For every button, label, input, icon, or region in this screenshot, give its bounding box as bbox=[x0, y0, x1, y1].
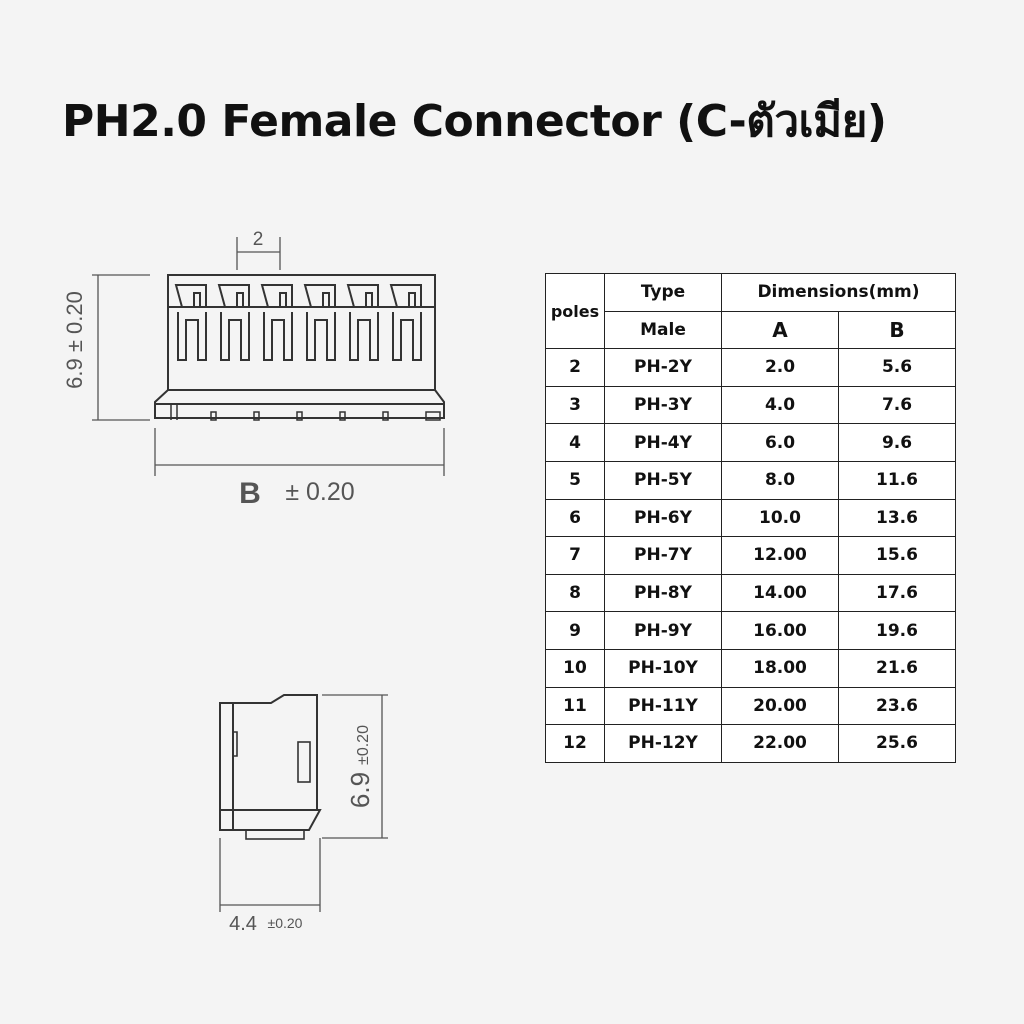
cell-b: 11.6 bbox=[838, 460, 956, 500]
depth-tolerance: ±0.20 bbox=[268, 915, 303, 931]
cell-b: 9.6 bbox=[838, 423, 956, 462]
cell-a: 16.00 bbox=[721, 611, 839, 650]
header-male: Male bbox=[604, 310, 722, 350]
cell-type: PH-12Y bbox=[604, 724, 722, 763]
cell-poles: 7 bbox=[545, 536, 605, 575]
header-dimensions: Dimensions(mm) bbox=[721, 273, 956, 312]
header-b: B bbox=[838, 310, 956, 350]
table-header-row: poles Type Dimensions(mm) bbox=[545, 272, 956, 350]
header-a: A bbox=[721, 310, 839, 350]
cell-poles: 4 bbox=[545, 423, 605, 462]
cell-type: PH-3Y bbox=[604, 385, 722, 425]
depth-label: 4.4 bbox=[229, 913, 257, 935]
width-b-label: B bbox=[239, 477, 261, 510]
cell-a: 10.0 bbox=[721, 498, 839, 538]
front-view bbox=[92, 237, 445, 476]
cell-poles: 8 bbox=[545, 573, 605, 613]
cell-b: 17.6 bbox=[838, 573, 956, 613]
cell-b: 23.6 bbox=[838, 686, 956, 726]
cell-b: 19.6 bbox=[838, 611, 956, 650]
side-height-label: 6.9 bbox=[345, 772, 375, 808]
header-type: Type bbox=[604, 273, 722, 312]
cell-a: 6.0 bbox=[721, 423, 839, 462]
cell-a: 4.0 bbox=[721, 385, 839, 425]
cell-poles: 9 bbox=[545, 611, 605, 650]
cell-poles: 10 bbox=[545, 648, 605, 688]
cell-poles: 11 bbox=[545, 686, 605, 726]
cell-type: PH-9Y bbox=[604, 611, 722, 650]
side-view bbox=[219, 694, 388, 912]
pitch-label: 2 bbox=[253, 229, 264, 250]
cell-b: 21.6 bbox=[838, 648, 956, 688]
front-cavities bbox=[174, 284, 422, 361]
cell-a: 20.00 bbox=[721, 686, 839, 726]
cell-type: PH-5Y bbox=[604, 460, 722, 500]
cell-type: PH-11Y bbox=[604, 686, 722, 726]
cell-type: PH-2Y bbox=[604, 348, 722, 387]
cell-b: 13.6 bbox=[838, 498, 956, 538]
cell-b: 7.6 bbox=[838, 385, 956, 425]
cell-b: 15.6 bbox=[838, 536, 956, 575]
page-title: PH2.0 Female Connector (C-ตัวเมีย) bbox=[62, 96, 887, 147]
cell-poles: 2 bbox=[545, 348, 605, 387]
cell-a: 8.0 bbox=[721, 460, 839, 500]
cell-a: 18.00 bbox=[721, 648, 839, 688]
cell-poles: 5 bbox=[545, 460, 605, 500]
cell-a: 14.00 bbox=[721, 573, 839, 613]
cell-type: PH-8Y bbox=[604, 573, 722, 613]
cell-type: PH-10Y bbox=[604, 648, 722, 688]
cell-type: PH-7Y bbox=[604, 536, 722, 575]
front-height-label: 6.9 ± 0.20 bbox=[62, 291, 87, 389]
cell-b: 25.6 bbox=[838, 724, 956, 763]
cell-poles: 3 bbox=[545, 385, 605, 425]
width-tolerance-label: ± 0.20 bbox=[285, 478, 354, 506]
side-height-tolerance: ±0.20 bbox=[355, 725, 372, 765]
header-poles: poles bbox=[545, 272, 605, 350]
cell-type: PH-4Y bbox=[604, 423, 722, 462]
cell-type: PH-6Y bbox=[604, 498, 722, 538]
cell-a: 22.00 bbox=[721, 724, 839, 763]
cell-a: 12.00 bbox=[721, 536, 839, 575]
cell-poles: 12 bbox=[545, 724, 605, 763]
cell-b: 5.6 bbox=[838, 348, 956, 387]
cell-a: 2.0 bbox=[721, 348, 839, 387]
cell-poles: 6 bbox=[545, 498, 605, 538]
table-subheader-row: Male A B bbox=[546, 310, 956, 350]
